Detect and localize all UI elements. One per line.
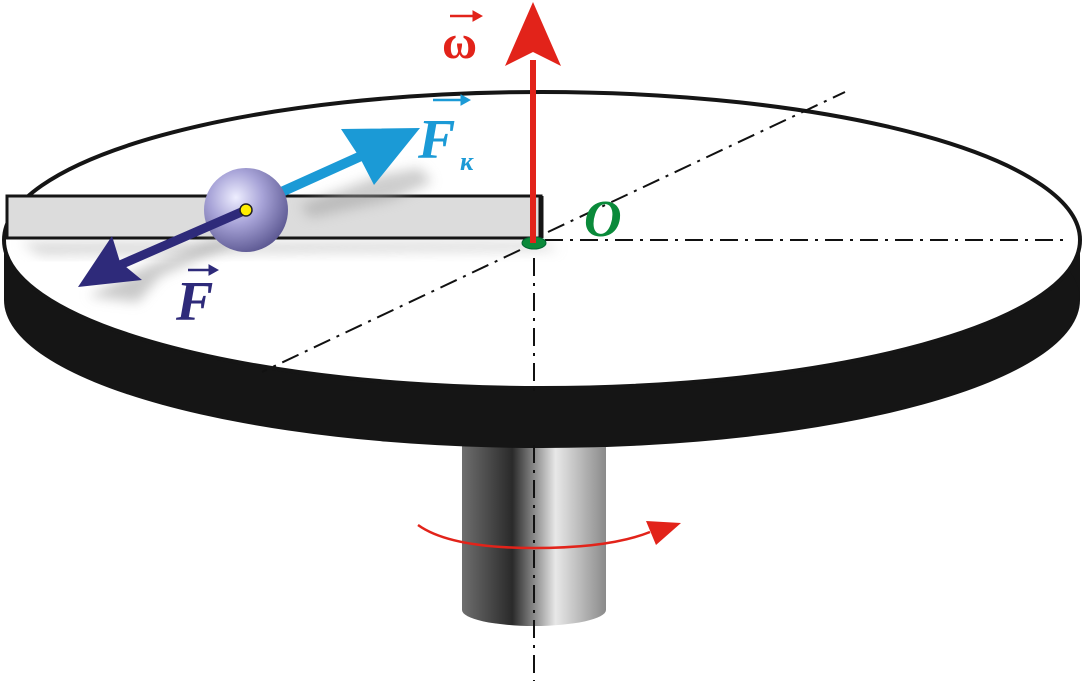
force-shadow	[88, 232, 242, 302]
force-label: F	[175, 271, 213, 333]
axis-lines	[261, 91, 1066, 681]
force-label-arrow	[188, 264, 220, 276]
force-vector	[78, 205, 248, 287]
rotation-arrow-icon	[417, 521, 681, 550]
coriolis-label-arrow	[433, 94, 472, 106]
coriolis-shadow	[300, 168, 432, 218]
coriolis-force-subscript: к	[460, 147, 474, 176]
omega-vector	[505, 2, 561, 243]
ball-center	[239, 203, 253, 217]
coriolis-force-label: F	[417, 109, 455, 171]
omega-label-arrow	[450, 10, 484, 22]
origin-label: O	[584, 191, 622, 248]
omega-label: ω	[442, 16, 477, 69]
